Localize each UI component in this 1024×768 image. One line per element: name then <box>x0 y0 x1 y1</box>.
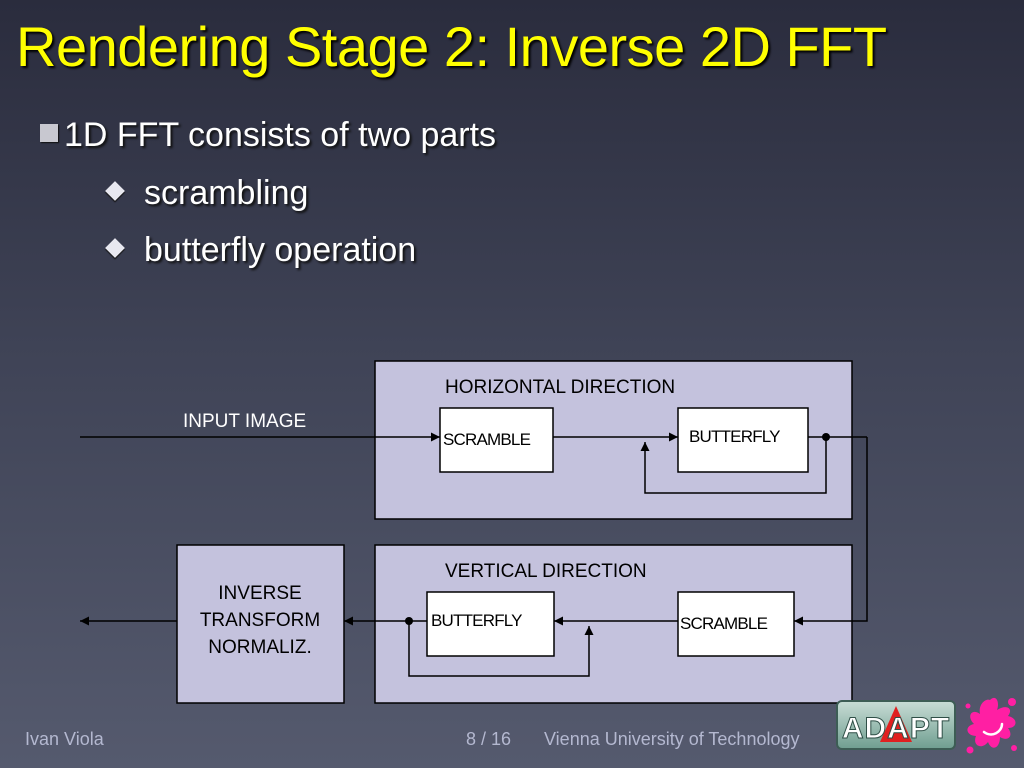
v-scramble-label: SCRAMBLE <box>680 614 768 633</box>
bullet-sub-text: butterfly operation <box>144 231 417 269</box>
footer-institution: Vienna University of Technology <box>544 729 800 749</box>
h-butterfly-label: BUTTERFLY <box>689 427 780 446</box>
bullet-main-text: 1D FFT consists of two parts <box>64 116 497 154</box>
footer-page-number: 8 / 16 <box>466 729 512 749</box>
footer-author: Ivan Viola <box>25 729 104 749</box>
paint-splat-logo <box>965 697 1017 754</box>
bullet-sub-butterfly: butterfly operation <box>104 231 416 270</box>
h-to-v-connector <box>794 437 868 626</box>
input-image-label: INPUT IMAGE <box>183 411 306 432</box>
h-scramble-block <box>439 407 554 473</box>
v-feedback-loop <box>408 621 594 677</box>
bullet-main: 1D FFT consists of two parts <box>40 116 496 155</box>
inverse-label-line: INVERSE <box>218 583 301 604</box>
v-butterfly-label: BUTTERFLY <box>431 611 522 630</box>
bullet-sub-scrambling: scrambling <box>104 174 308 213</box>
inverse-transform-box <box>176 544 345 704</box>
inverse-label-line: NORMALIZ. <box>208 637 311 658</box>
vertical-direction-label: VERTICAL DIRECTION <box>445 561 647 582</box>
bullet-sub-text: scrambling <box>144 174 309 212</box>
h-scramble-label: SCRAMBLE <box>443 430 531 449</box>
slide-title: Rendering Stage 2: Inverse 2D FFT <box>16 15 887 78</box>
h-butterfly-block <box>677 407 809 473</box>
adapt-logo: ADAPT <box>836 700 956 750</box>
v-scramble-block <box>677 591 795 657</box>
h-feedback-loop <box>640 437 827 494</box>
v-junction-dot <box>405 617 413 625</box>
h-junction-dot <box>822 433 830 441</box>
inverse-label-line: TRANSFORM <box>200 610 320 631</box>
adapt-logo-text: ADAPT <box>842 712 950 745</box>
horizontal-direction-label: HORIZONTAL DIRECTION <box>445 377 675 398</box>
square-bullet-icon <box>40 124 58 142</box>
